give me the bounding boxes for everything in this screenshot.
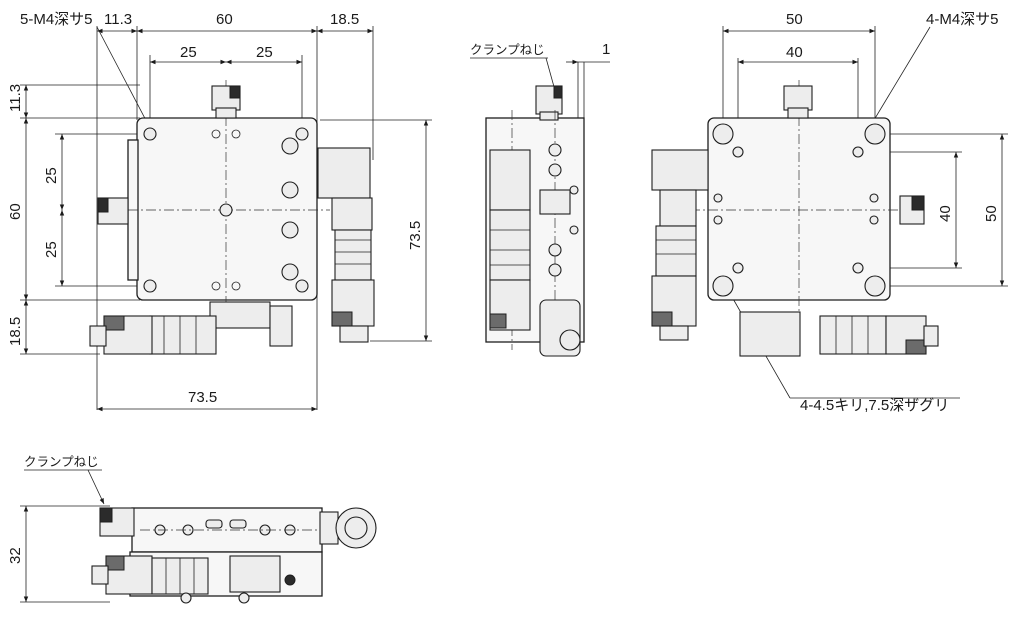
dim-11-3-side: 11.3 — [7, 84, 24, 112]
counterbore-note: 4-4.5キリ,7.5深ザグリ — [800, 397, 949, 414]
dim-25-upper: 25 — [43, 167, 60, 184]
clamp-screw-label-front: クランプねじ — [24, 454, 99, 469]
side-view: クランプねじ 1 — [470, 41, 610, 357]
dim-32: 32 — [7, 547, 24, 564]
dim-11-3-top: 11.3 — [104, 11, 132, 28]
top-view: 5-M4深サ5 11.3 60 18.5 25 25 11.3 25 60 25… — [7, 11, 432, 412]
holes-note-label: 5-M4深サ5 — [20, 11, 93, 28]
front-view: クランプねじ 32 — [7, 454, 377, 604]
dim-50-top: 50 — [786, 11, 803, 28]
bottom-view: 50 4-M4深サ5 40 40 50 4-4.5キリ,7.5深ザグリ — [651, 11, 1008, 414]
dim-73-5-bottom: 73.5 — [188, 389, 217, 406]
dim-1: 1 — [602, 41, 610, 58]
dim-25-lower: 25 — [43, 241, 60, 258]
dim-50-side: 50 — [983, 205, 1000, 222]
dim-25-left: 25 — [180, 44, 197, 61]
dim-60-top: 60 — [216, 11, 233, 28]
holes-note-bottom: 4-M4深サ5 — [926, 11, 999, 28]
clamp-screw-label-side: クランプねじ — [470, 42, 545, 57]
dim-60-side: 60 — [7, 203, 24, 220]
dim-40-side: 40 — [937, 205, 954, 222]
dim-73-5-right: 73.5 — [407, 221, 424, 250]
dim-40-top: 40 — [786, 44, 803, 61]
dim-25-right: 25 — [256, 44, 273, 61]
dim-18-5-top: 18.5 — [330, 11, 359, 28]
dim-18-5-side: 18.5 — [7, 317, 24, 346]
